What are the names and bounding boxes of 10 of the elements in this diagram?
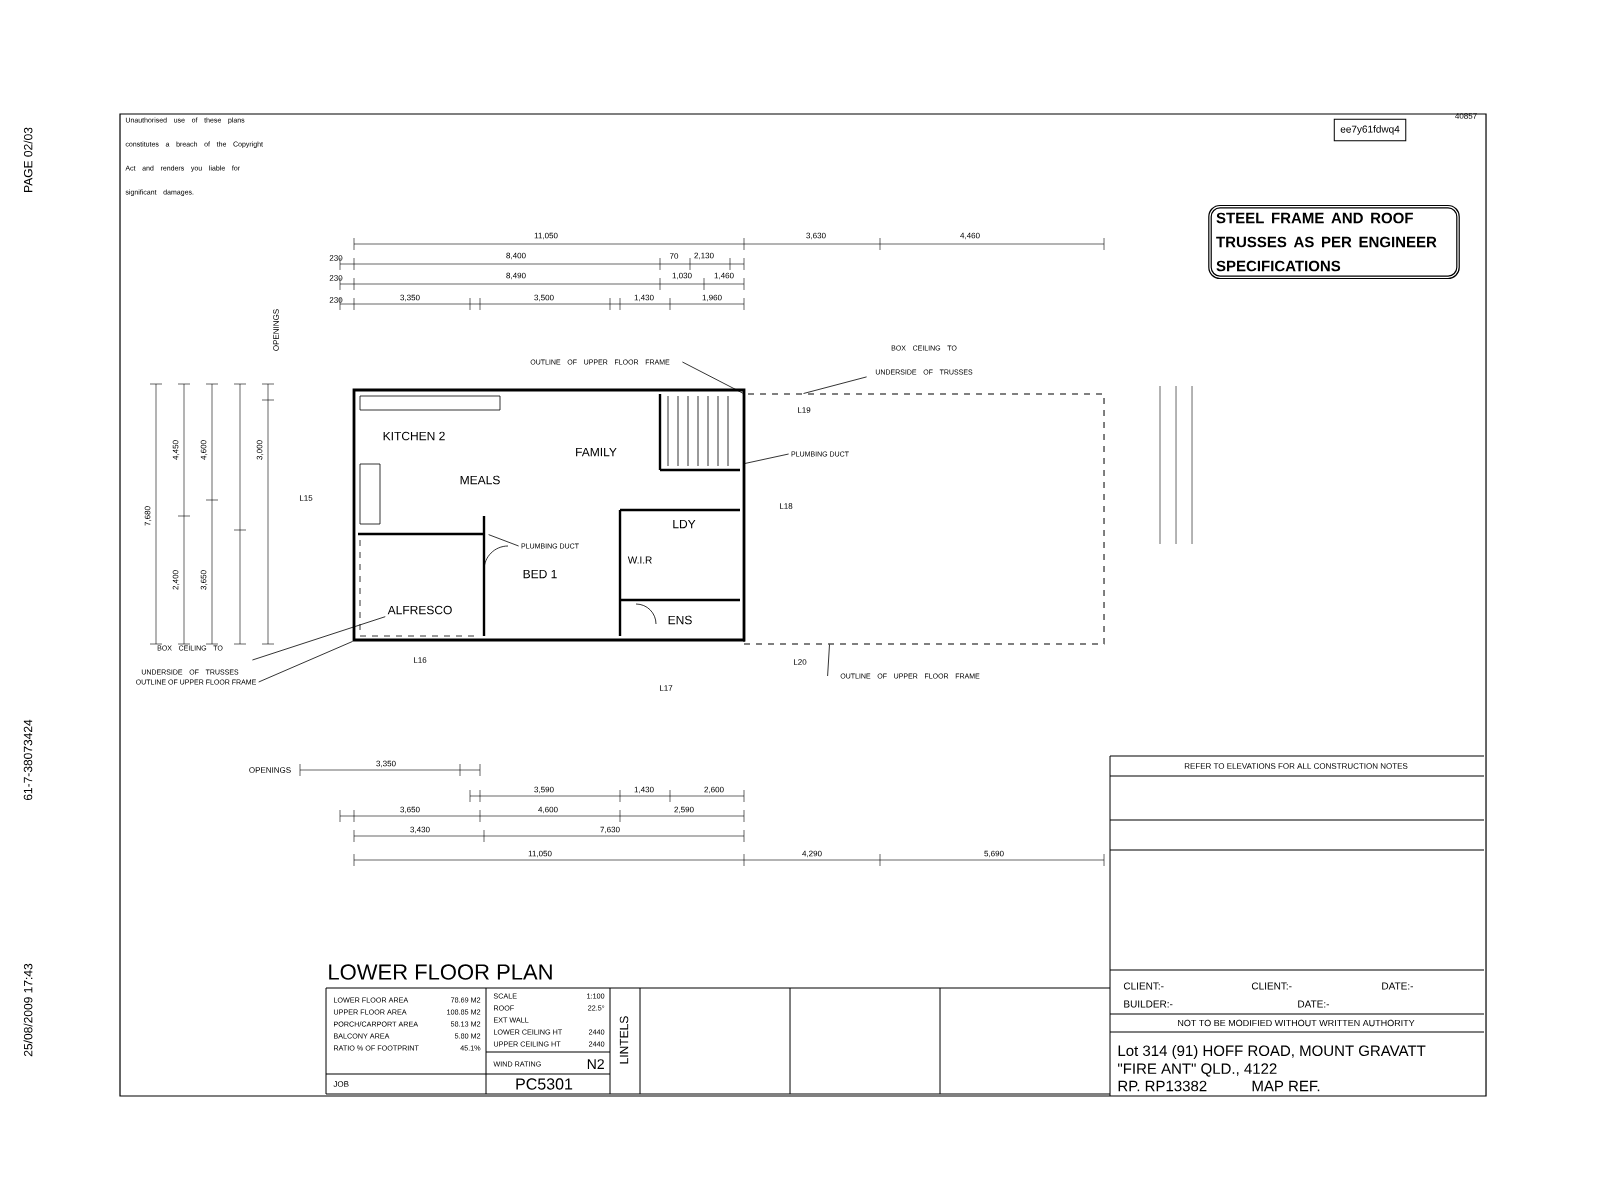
leader-line [803, 376, 867, 394]
leader-line [252, 616, 386, 661]
leader-line [682, 361, 744, 394]
plan-title: LOWER FLOOR PLAN [329, 964, 552, 980]
leader-line [258, 641, 353, 683]
leader-line [827, 644, 830, 677]
garage-outline [743, 393, 1105, 645]
job-number: PC5301 [516, 1078, 573, 1090]
leader-line [743, 453, 790, 465]
leader-line [488, 534, 520, 547]
